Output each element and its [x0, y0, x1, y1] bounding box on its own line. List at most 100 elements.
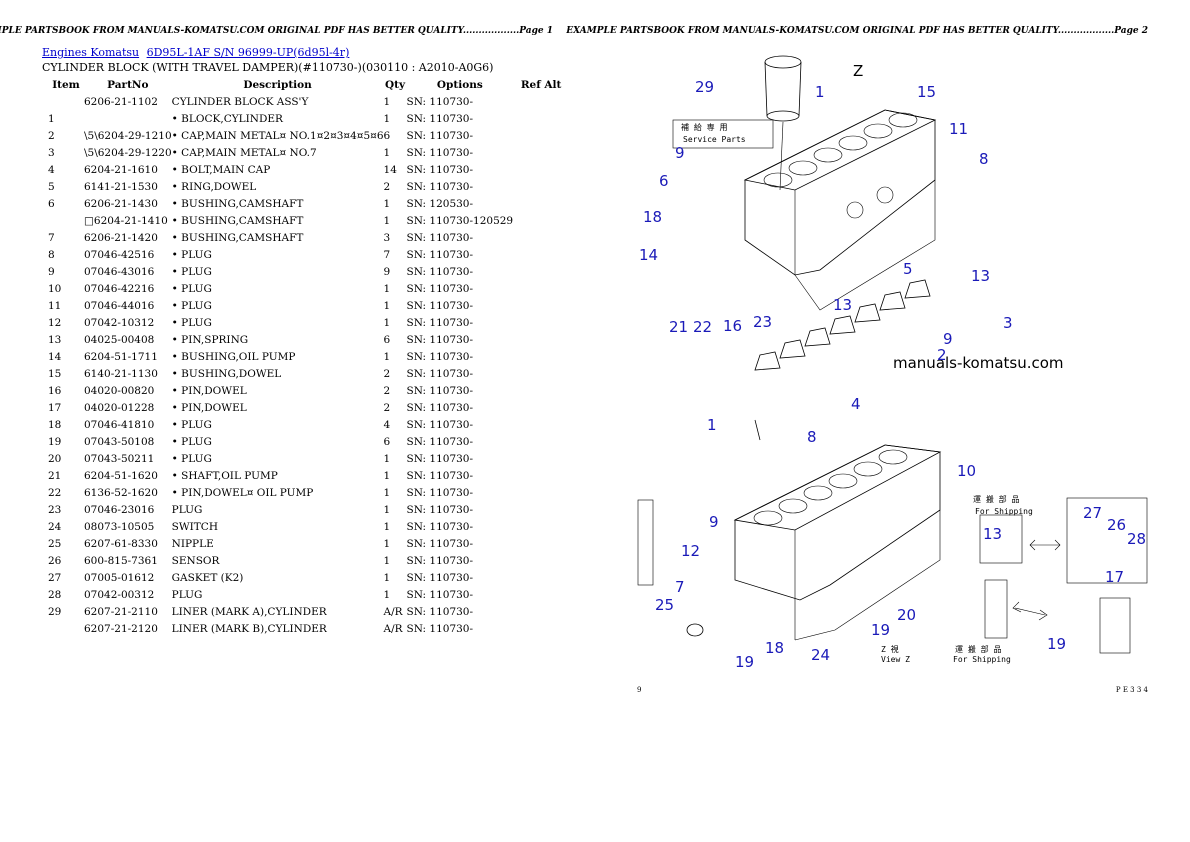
cell-ref-alt	[513, 552, 569, 569]
cell-item: 8	[48, 248, 55, 261]
cell-description: • RING,DOWEL	[171, 180, 257, 193]
callout-number: 12	[681, 542, 700, 560]
cell-partno: 08073-10505	[84, 520, 155, 533]
cell-item: 9	[48, 265, 55, 278]
cell-qty: 1	[383, 350, 391, 363]
cell-options: SN: 110730-	[406, 588, 474, 601]
cell-options: SN: 110730-	[406, 231, 474, 244]
watermark-text: manuals-komatsu.com	[893, 354, 1064, 372]
cell-item: 10	[48, 282, 62, 295]
page-subtitle: CYLINDER BLOCK (WITH TRAVEL DAMPER)(#110…	[42, 61, 494, 74]
cell-qty: 1	[383, 588, 391, 601]
cell-partno: 6207-61-8330	[84, 537, 158, 550]
cell-partno: 6141-21-1530	[84, 180, 158, 193]
footer-left: 9	[637, 686, 642, 694]
callout-number: 3	[1003, 314, 1013, 332]
cell-partno: 07046-44016	[84, 299, 155, 312]
cell-partno: 07046-41810	[84, 418, 155, 431]
cell-item	[42, 620, 84, 637]
cell-description: • BUSHING,DOWEL	[171, 367, 282, 380]
cell-options: SN: 110730-	[406, 129, 474, 142]
cell-options: SN: 110730-	[406, 333, 474, 346]
breadcrumb-link-model[interactable]: 6D95L-1AF S/N 96999-UP(6d95l-4r)	[146, 46, 350, 59]
callout-number: 25	[655, 596, 674, 614]
cell-ref-alt	[513, 399, 569, 416]
cell-description: • BUSHING,CAMSHAFT	[171, 231, 304, 244]
callout-number: 14	[639, 246, 658, 264]
table-header-row: Item PartNo Description Qty Options Ref …	[42, 76, 569, 93]
cell-partno: 04020-00820	[84, 384, 155, 397]
cell-partno: 07043-50211	[84, 452, 155, 465]
cell-qty: 14	[383, 163, 397, 176]
cell-ref-alt	[513, 620, 569, 637]
cell-qty: 2	[383, 180, 391, 193]
detail-boxes-drawing	[979, 497, 1148, 654]
cell-qty: 1	[383, 554, 391, 567]
cell-item: 27	[48, 571, 62, 584]
cell-qty: 1	[383, 537, 391, 550]
cell-item: 25	[48, 537, 62, 550]
callout-number: 11	[949, 120, 968, 138]
cell-qty: 1	[383, 520, 391, 533]
callout-number: 5	[903, 260, 913, 278]
callout-number: 9	[675, 144, 685, 162]
label-service-parts-jp: 補 給 専 用	[681, 122, 727, 132]
cell-options: SN: 110730-	[406, 622, 474, 635]
cell-item: 22	[48, 486, 62, 499]
cell-description: • PLUG	[171, 452, 212, 465]
breadcrumb-link-engines[interactable]: Engines Komatsu	[42, 46, 140, 59]
cell-qty: 6	[383, 333, 391, 346]
cell-item: 16	[48, 384, 62, 397]
cell-qty: 1	[383, 197, 391, 210]
cell-qty: 1	[383, 299, 391, 312]
lower-cylinder-block-drawing	[637, 444, 942, 641]
exploded-parts-diagram: 補 給 専 用 Service Parts 運 搬 部 品 For Shippi…	[637, 55, 1148, 670]
cell-ref-alt	[513, 484, 569, 501]
cell-ref-alt	[513, 212, 569, 229]
cell-description: GASKET (K2)	[171, 571, 244, 584]
cell-partno: 6204-21-1610	[84, 163, 158, 176]
cell-ref-alt	[513, 450, 569, 467]
cell-partno: 600-815-7361	[84, 554, 158, 567]
label-view-z: View Z	[881, 655, 910, 664]
cell-partno: 6206-21-1430	[84, 197, 158, 210]
cell-partno: 6136-52-1620	[84, 486, 158, 499]
cell-item: 29	[48, 605, 62, 618]
cell-options: SN: 110730-	[406, 554, 474, 567]
cell-qty: A/R	[383, 622, 403, 635]
cell-ref-alt	[513, 586, 569, 603]
label-shipping-1: For Shipping	[975, 507, 1033, 516]
cell-item: 21	[48, 469, 62, 482]
cell-partno: 6207-21-2110	[84, 605, 158, 618]
callout-number: 28	[1127, 530, 1146, 548]
cell-partno: 07046-42516	[84, 248, 155, 261]
cell-partno: □6204-21-1410	[84, 214, 168, 227]
cell-options: SN: 110730-	[406, 384, 474, 397]
cell-item: 20	[48, 452, 62, 465]
callout-number: 20	[897, 606, 916, 624]
callout-number: 8	[807, 428, 817, 446]
cell-description: • CAP,MAIN METAL¤ NO.7	[171, 146, 317, 159]
cell-qty: 1	[383, 571, 391, 584]
cell-item	[42, 212, 84, 229]
column-header-ref-alt: Ref Alt	[520, 78, 562, 91]
cell-item: 19	[48, 435, 62, 448]
cell-partno: 07042-10312	[84, 316, 155, 329]
callout-number: 17	[1105, 568, 1124, 586]
cell-options: SN: 110730-	[406, 180, 474, 193]
cell-item: 2	[48, 129, 55, 142]
cell-ref-alt	[513, 535, 569, 552]
cell-partno: \5\6204-29-1220	[84, 146, 172, 159]
